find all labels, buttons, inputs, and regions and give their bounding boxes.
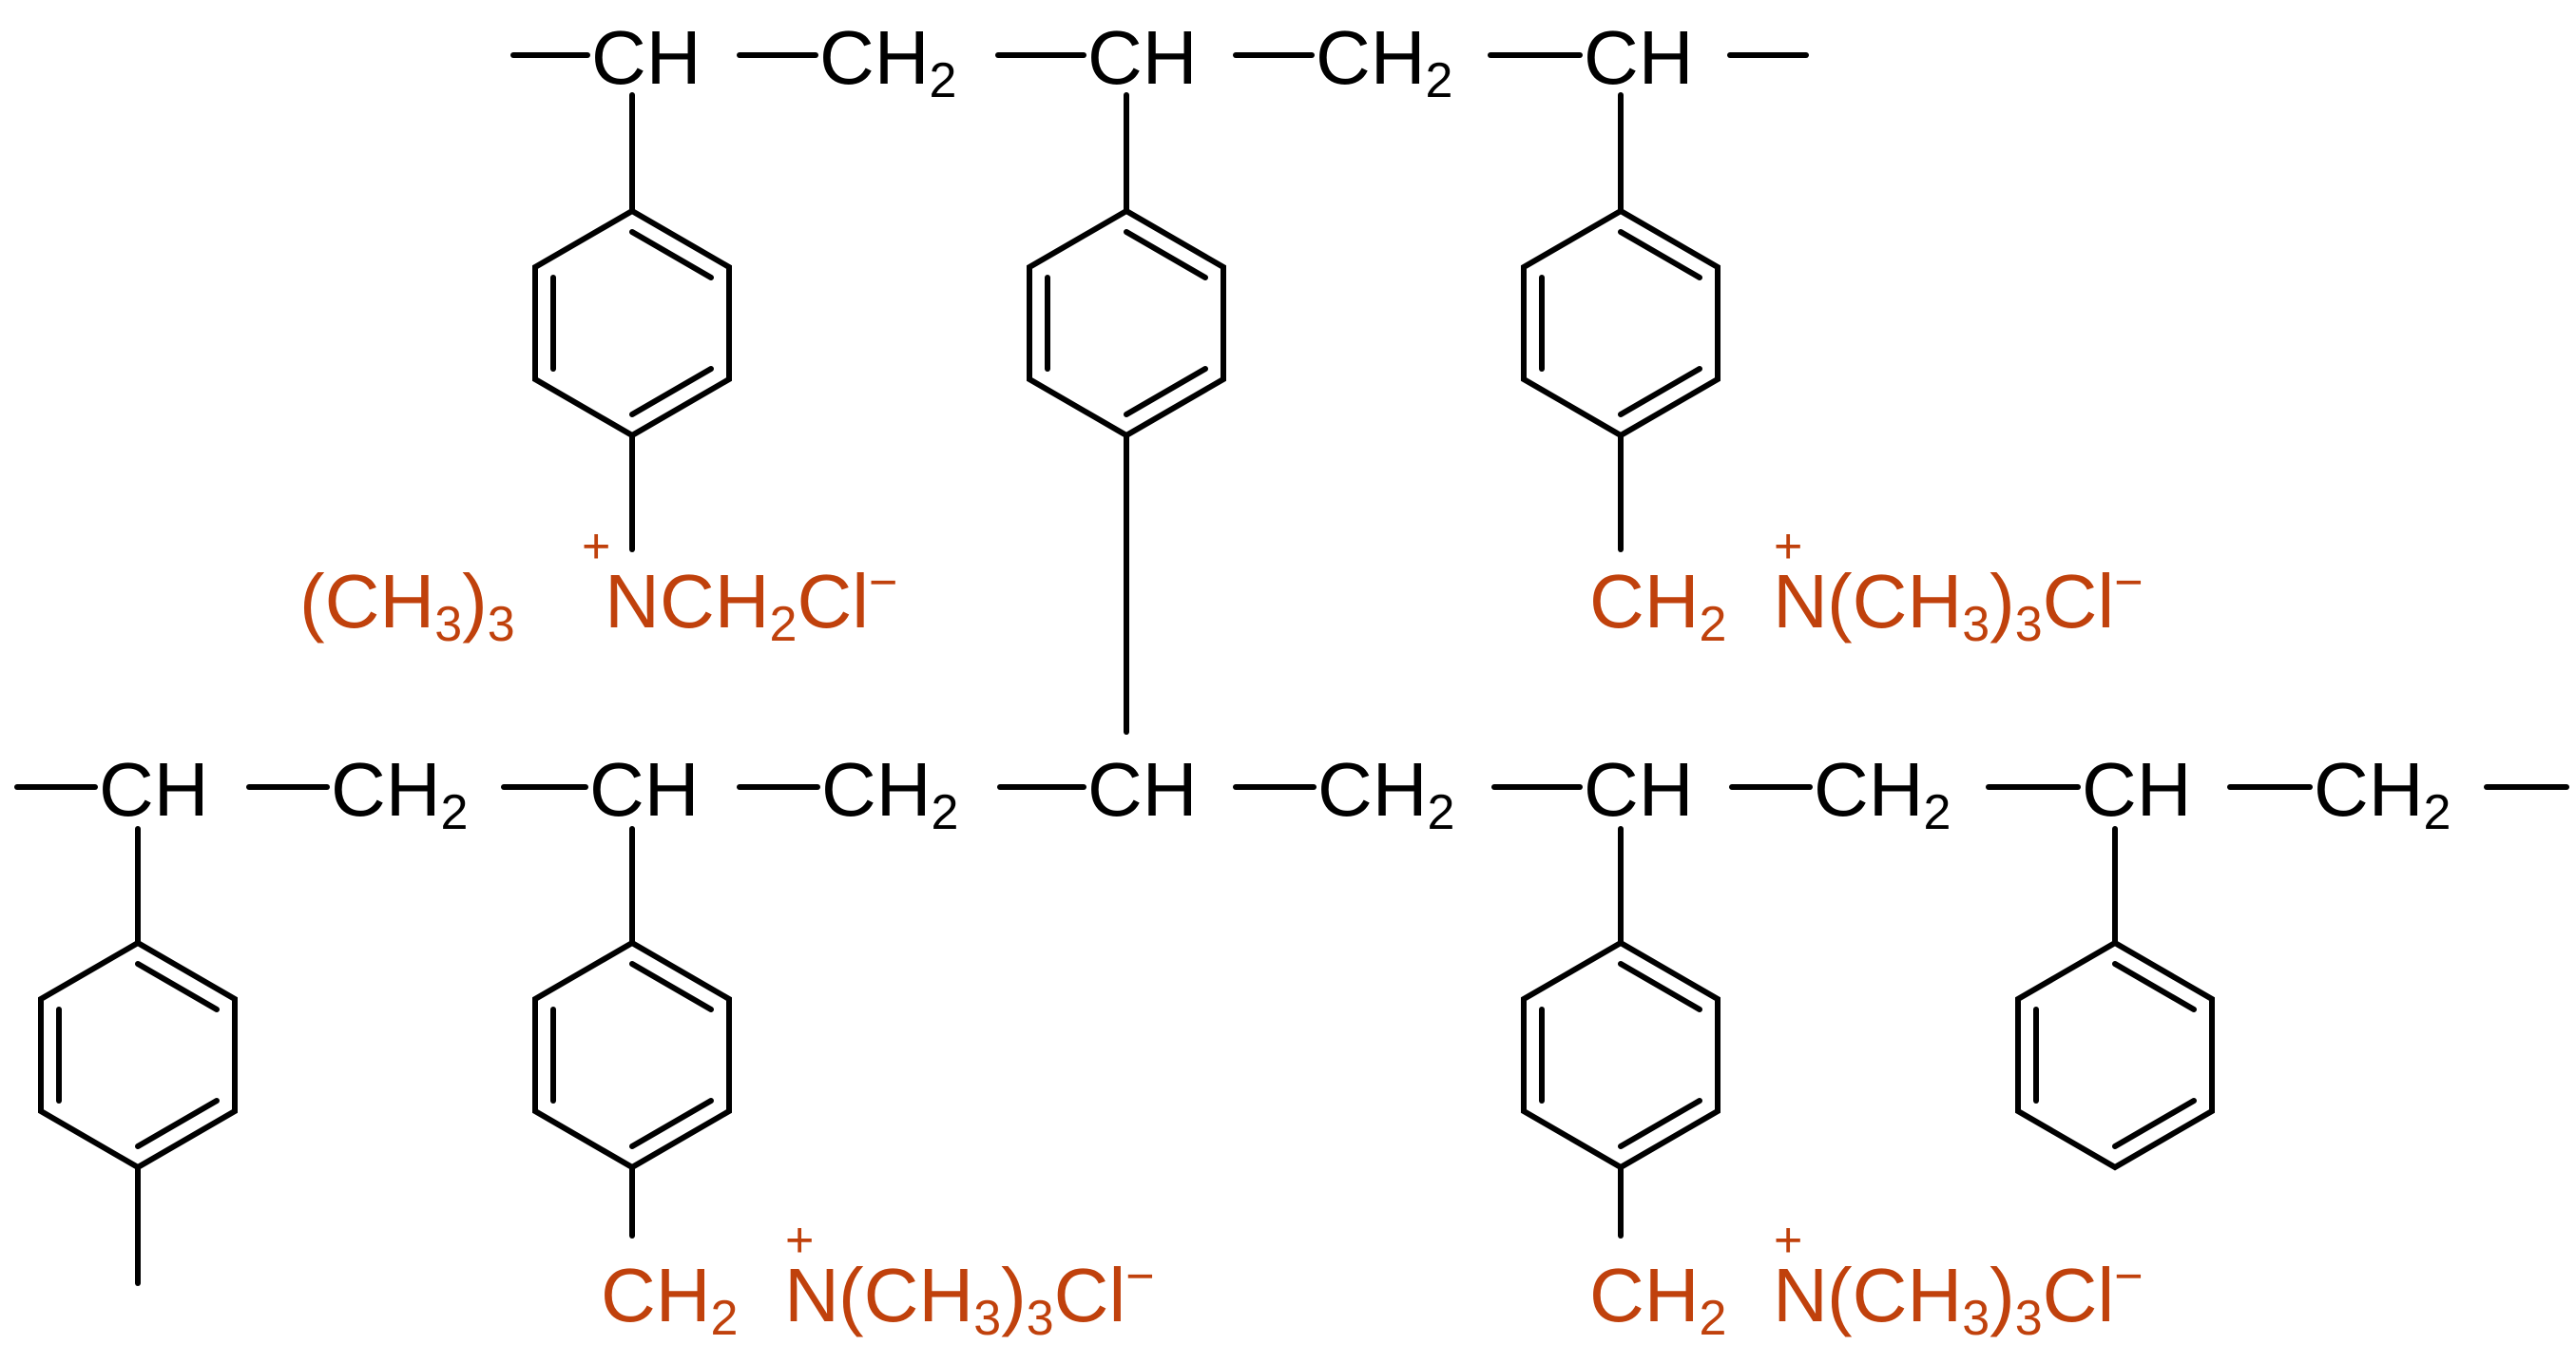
group-upper-right-nitrogen: N (1773, 559, 1828, 644)
group-upper-left-nitrogen: N (605, 559, 660, 644)
lower-chain-unit-5: CH (1087, 747, 1198, 832)
group-upper-right-suffix: (CH3)3Cl− (1827, 555, 2143, 652)
functional-group-lower-right: CH2 N + (CH3)3Cl− (1589, 1213, 2143, 1345)
group-upper-right-charge: + (1774, 519, 1802, 574)
group-lower-middle-suffix: (CH3)3Cl− (838, 1249, 1155, 1345)
lower-chain-unit-4: CH2 (821, 747, 958, 840)
benzene-ring-lower-2 (532, 826, 732, 1239)
lower-backbone: CH CH2 CH CH2 CH CH2 CH CH2 CH CH2 (14, 747, 2569, 840)
benzene-ring-lower-3 (1521, 826, 1721, 1239)
benzene-ring-lower-1 (38, 826, 238, 1286)
benzene-ring-crosslink (1027, 92, 1226, 735)
upper-chain-unit-3: CH (1087, 15, 1198, 100)
group-upper-left-charge: + (582, 519, 610, 574)
benzene-ring-upper-1 (532, 92, 732, 552)
lower-chain-unit-1: CH (99, 747, 209, 832)
upper-chain-unit-1: CH (591, 15, 702, 100)
group-lower-middle-methylene: CH2 (601, 1253, 738, 1345)
group-upper-left-prefix: (CH3)3 (299, 559, 515, 652)
group-lower-right-nitrogen: N (1773, 1253, 1828, 1337)
lower-chain-unit-9: CH (2082, 747, 2192, 832)
group-lower-middle-charge: + (785, 1213, 814, 1268)
upper-chain-unit-4: CH2 (1316, 15, 1452, 108)
group-lower-right-methylene: CH2 (1589, 1253, 1726, 1345)
lower-chain-unit-2: CH2 (331, 747, 468, 840)
group-upper-right-methylene: CH2 (1589, 559, 1726, 652)
lower-chain-unit-6: CH2 (1317, 747, 1454, 840)
lower-chain-unit-7: CH (1584, 747, 1694, 832)
lower-chain-unit-10: CH2 (2314, 747, 2451, 840)
benzene-ring-lower-4 (2015, 826, 2215, 1171)
functional-group-upper-right: CH2 N + (CH3)3Cl− (1589, 519, 2143, 652)
group-upper-left-suffix: CH2Cl− (660, 555, 897, 652)
upper-backbone: CH CH2 CH CH2 CH (510, 15, 1809, 108)
group-lower-right-charge: + (1774, 1213, 1802, 1268)
group-lower-right-suffix: (CH3)3Cl− (1827, 1249, 2143, 1345)
upper-chain-unit-5: CH (1584, 15, 1694, 100)
lower-chain-unit-8: CH2 (1814, 747, 1951, 840)
lower-chain-unit-3: CH (589, 747, 700, 832)
functional-group-upper-left: (CH3)3 N + CH2Cl− (299, 519, 897, 652)
group-lower-middle-nitrogen: N (784, 1253, 839, 1337)
benzene-ring-upper-3 (1521, 92, 1721, 552)
upper-chain-unit-2: CH2 (819, 15, 956, 108)
functional-group-lower-middle: CH2 N + (CH3)3Cl− (601, 1213, 1155, 1345)
